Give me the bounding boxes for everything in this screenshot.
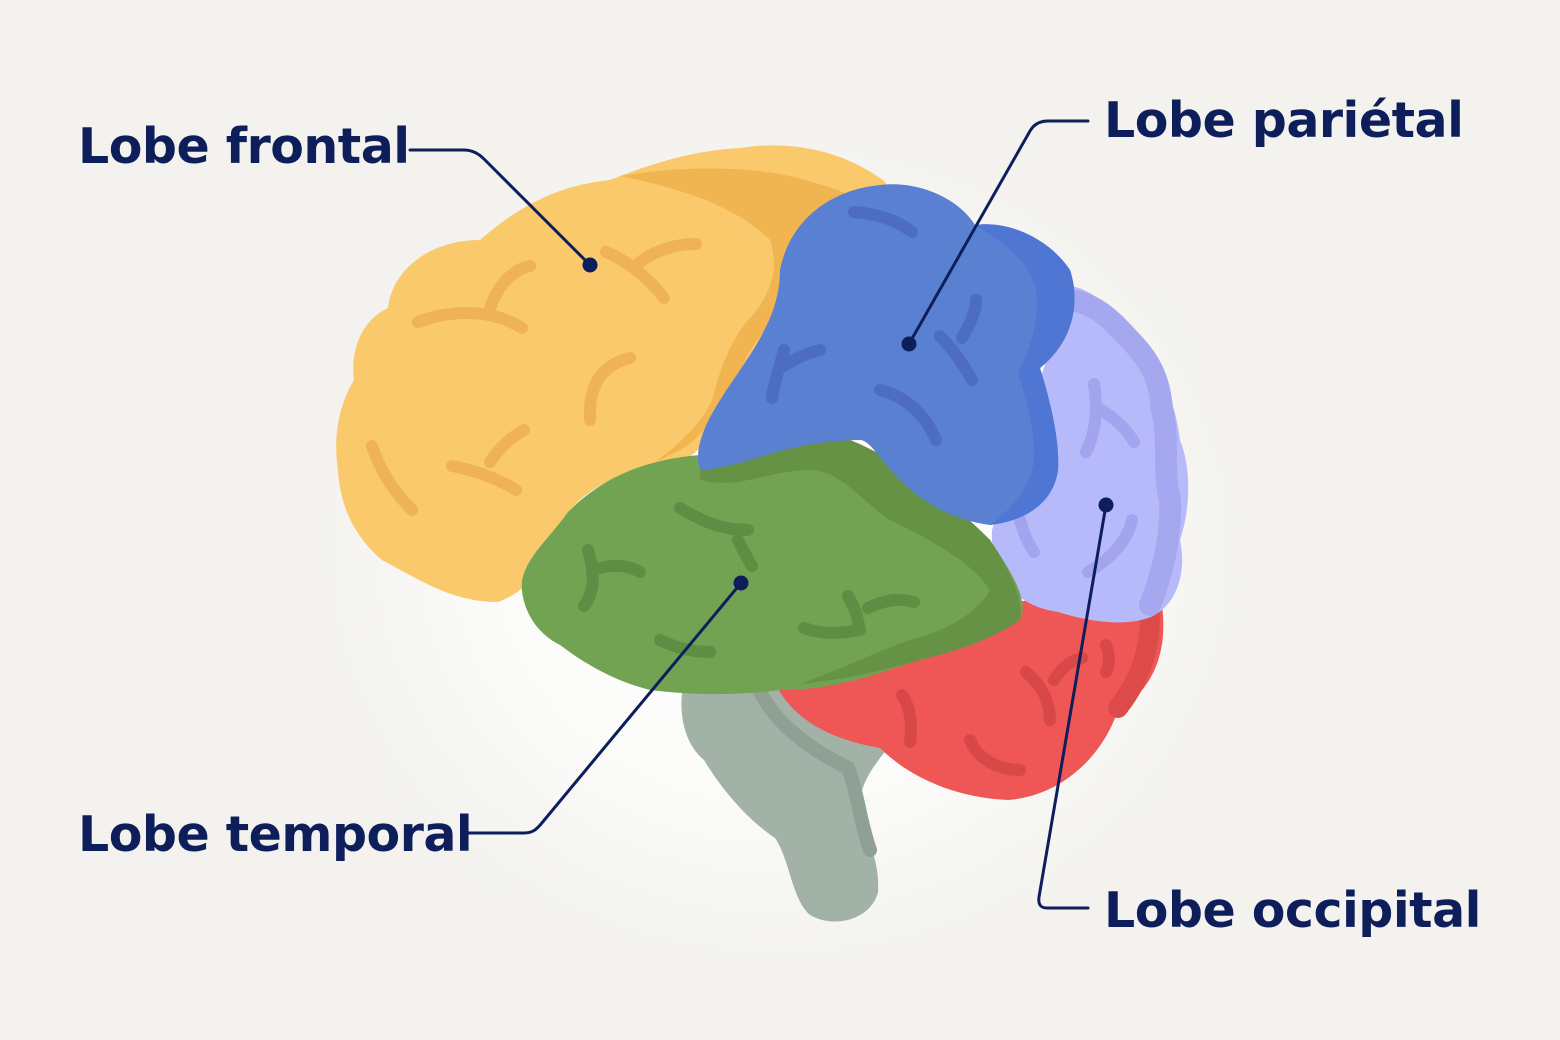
occipital-anchor-dot	[1098, 497, 1114, 513]
occipital-lobe-label: Lobe occipital	[1104, 882, 1481, 939]
temporal-anchor-dot	[733, 575, 749, 591]
frontal-leader-line	[408, 148, 592, 267]
occipital-lobe	[991, 286, 1189, 623]
parietal-anchor-dot	[901, 336, 917, 352]
temporal-lobe-label: Lobe temporal	[78, 806, 473, 863]
frontal-anchor-dot	[582, 257, 598, 273]
parietal-leader-line	[907, 119, 1090, 346]
frontal-lobe-label: Lobe frontal	[78, 118, 410, 175]
temporal-leader-line	[464, 581, 743, 835]
occipital-leader-line	[1037, 503, 1108, 910]
parietal-lobe	[698, 184, 1075, 525]
parietal-lobe-label: Lobe pariétal	[1104, 92, 1464, 149]
